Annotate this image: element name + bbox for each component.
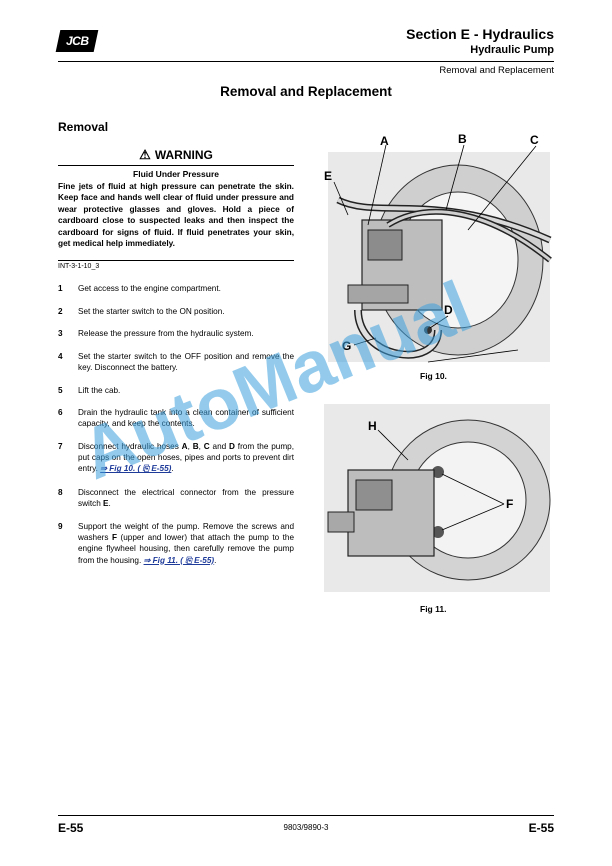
label-d: D xyxy=(444,303,453,317)
pump-port xyxy=(327,511,355,533)
page-title: Removal and Replacement xyxy=(220,84,392,99)
label-c: C xyxy=(530,133,539,147)
label-f: F xyxy=(506,497,513,511)
fig-10-illustration: A B C D E G xyxy=(324,132,552,363)
page-number-left: E-55 xyxy=(58,821,84,835)
removal-heading: Removal xyxy=(58,120,109,134)
step-7: 7 Disconnect hydraulic hoses A, B, C and… xyxy=(58,442,294,474)
label-b: B xyxy=(458,132,467,146)
section-title: Section E - Hydraulics xyxy=(406,26,554,42)
warning-heading: ⚠WARNING xyxy=(139,147,213,162)
page-number-right: E-55 xyxy=(528,821,554,835)
fig-11-link[interactable]: ⇒ Fig 11. ( ⎘ E-55) xyxy=(143,555,215,565)
screw-lower xyxy=(432,526,444,538)
pump-valve-block-2 xyxy=(355,479,393,511)
step-8: 8 Disconnect the electrical connector fr… xyxy=(58,488,294,509)
warning-code: INT-3-1-10_3 xyxy=(58,263,100,270)
footer-divider xyxy=(58,815,554,816)
label-h: H xyxy=(368,419,377,433)
label-g: G xyxy=(342,339,351,353)
fig-10-caption: Fig 10. xyxy=(420,371,447,381)
pump-flange xyxy=(347,284,409,304)
jcb-logo: JCB xyxy=(55,30,99,52)
warning-icon: ⚠ xyxy=(139,147,151,162)
document-number: 9803/9890-3 xyxy=(283,823,329,832)
subsection-title: Hydraulic Pump xyxy=(470,44,554,56)
label-a: A xyxy=(380,134,389,148)
fig-11-caption: Fig 11. xyxy=(420,604,447,614)
fig-11-illustration: H F xyxy=(324,404,551,592)
screw-upper xyxy=(432,466,444,478)
warning-subtitle: Fluid Under Pressure xyxy=(133,169,219,179)
warning-body: Fine jets of fluid at high pressure can … xyxy=(58,181,294,249)
warning-divider-bottom xyxy=(58,260,294,261)
topic-title: Removal and Replacement xyxy=(439,65,554,76)
label-e: E xyxy=(324,169,332,183)
header-divider xyxy=(58,61,554,62)
warning-divider-top xyxy=(58,165,294,166)
step-9: 9 Support the weight of the pump. Remove… xyxy=(58,522,295,565)
fig-10-link[interactable]: ⇒ Fig 10. ( ⎘ E-55) xyxy=(100,464,172,474)
pump-valve-block xyxy=(367,229,403,261)
